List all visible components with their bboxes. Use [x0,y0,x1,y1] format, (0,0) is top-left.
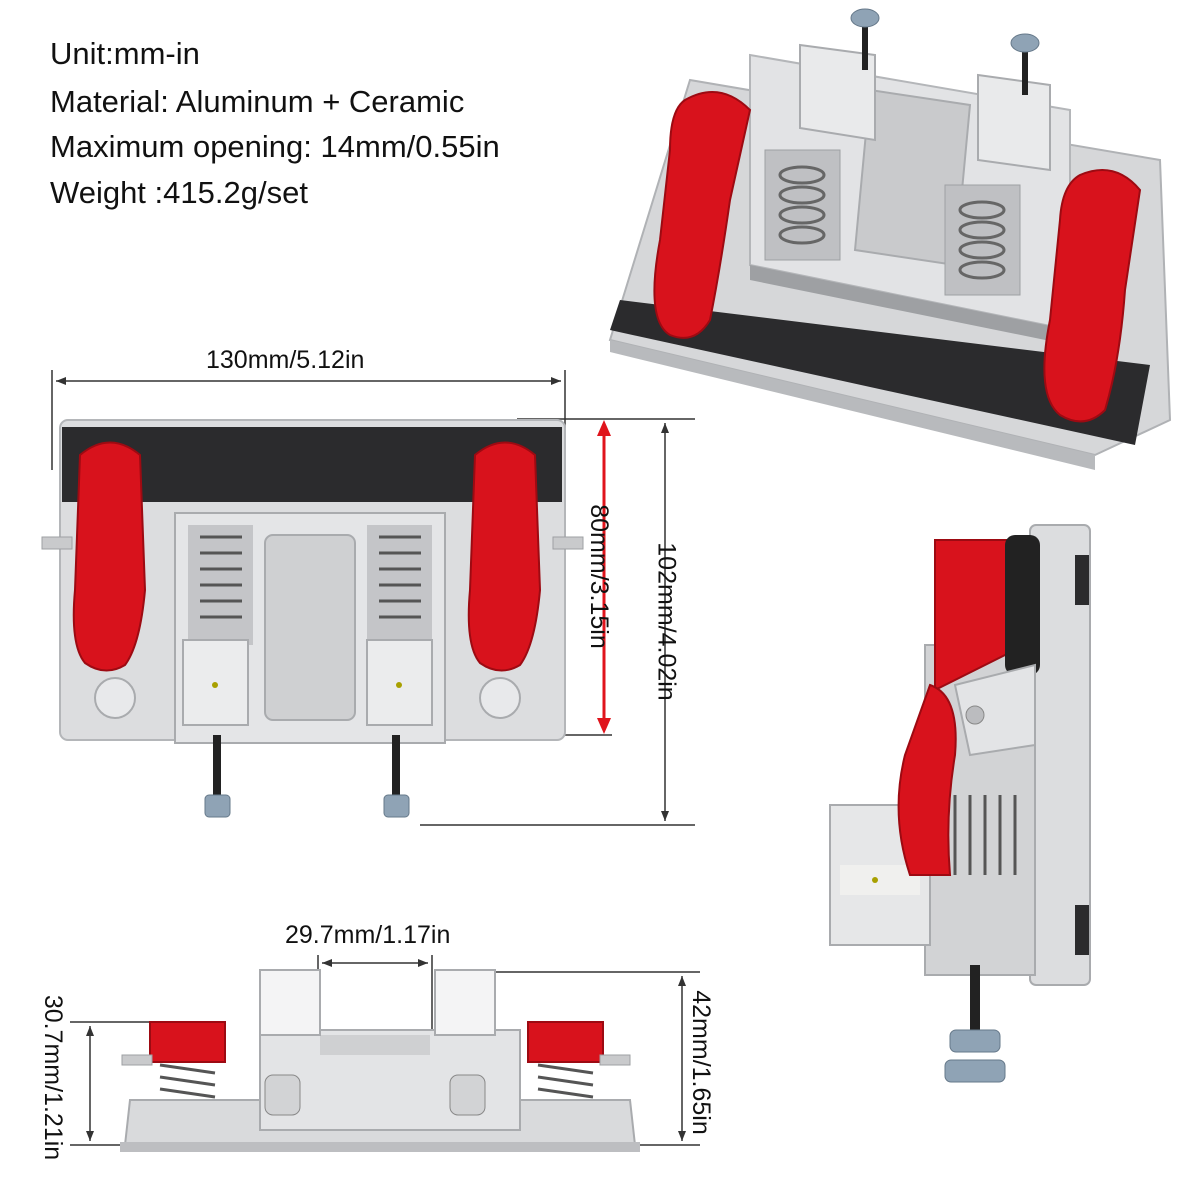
overall-height-dimension-label: 42mm/1.65in [686,990,715,1135]
clamp-fixture-front-view-icon [120,969,640,1152]
clamp-fixture-perspective-icon [608,8,1172,470]
total-height-dimension-label: 102mm/4.02in [652,542,681,701]
width-dimension-label: 130mm/5.12in [206,346,365,374]
side-height-dimension-label: 30.7mm/1.21in [39,994,68,1161]
clamp-fixture-top-view-icon [41,419,584,818]
spec-max-opening: Maximum opening: 14mm/0.55in [50,129,500,164]
spec-unit: Unit:mm-in [50,36,200,71]
jaw-gap-dimension-label: 29.7mm/1.17in [285,921,451,949]
inner-height-dimension-label: 80mm/3.15in [584,504,613,649]
spec-weight: Weight :415.2g/set [50,175,308,210]
spec-material: Material: Aluminum + Ceramic [50,84,465,119]
clamp-fixture-side-view-icon [829,524,1091,1083]
